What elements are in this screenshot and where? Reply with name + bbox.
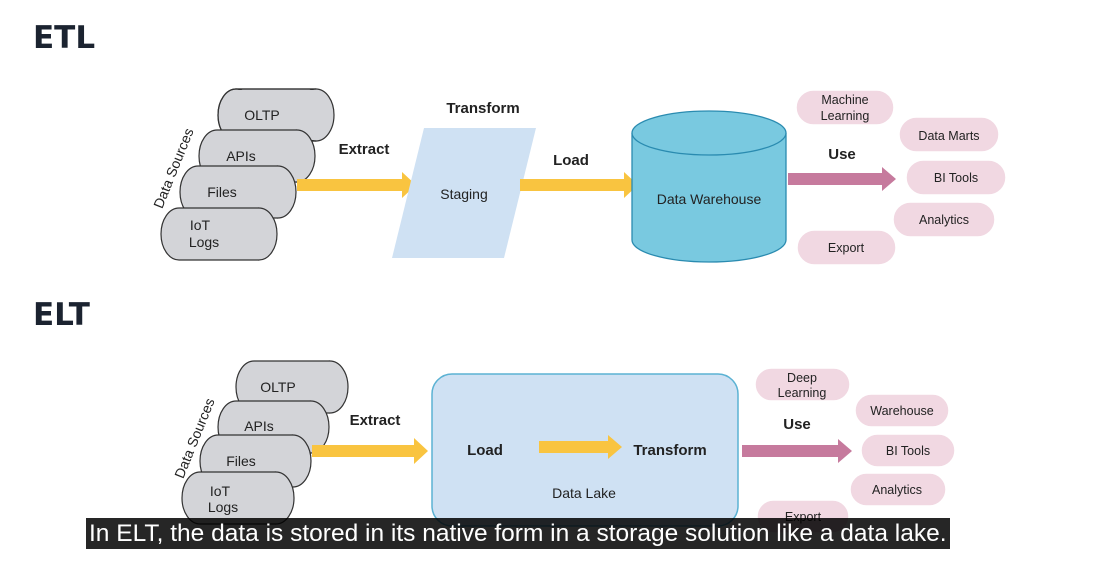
staging-label: Staging — [440, 186, 487, 202]
source-label-apis: APIs — [226, 148, 256, 164]
pill-machine-learning: Machine Learning — [795, 89, 895, 126]
elt-extract-arrow — [312, 438, 428, 464]
use-label: Use — [828, 146, 856, 163]
etl-heading: ETL — [33, 20, 96, 56]
svg-text:Analytics: Analytics — [872, 483, 922, 497]
source-label-logs: Logs — [189, 234, 219, 250]
elt-source-label-logs: Logs — [208, 499, 238, 515]
pill-warehouse: Warehouse — [854, 393, 950, 428]
svg-text:BI Tools: BI Tools — [934, 171, 978, 185]
extract-label: Extract — [339, 141, 390, 158]
svg-text:Warehouse: Warehouse — [870, 404, 934, 418]
svg-text:Data Marts: Data Marts — [918, 129, 979, 143]
source-label-iot: IoT — [190, 217, 211, 233]
extract-arrow — [297, 172, 416, 198]
data-warehouse-cylinder: Data Warehouse — [631, 110, 787, 263]
elt-load-transform-arrow — [539, 435, 622, 459]
elt-source-label-iot: IoT — [210, 483, 231, 499]
video-caption: In ELT, the data is stored in its native… — [86, 518, 950, 549]
elt-use-arrow — [742, 439, 852, 463]
svg-text:BI Tools: BI Tools — [886, 444, 930, 458]
source-cylinder-iot-logs: IoT Logs — [160, 207, 278, 261]
elt-source-label-oltp: OLTP — [260, 379, 296, 395]
svg-text:Learning: Learning — [821, 109, 870, 123]
load-label: Load — [553, 152, 589, 169]
elt-diagram: OLTP APIs Files IoT Logs Data Sources Ex… — [171, 360, 956, 534]
elt-source-label-files: Files — [226, 453, 256, 469]
svg-text:Deep: Deep — [787, 371, 817, 385]
pill-deep-learning: Deep Learning — [754, 367, 851, 402]
pill-export: Export — [796, 229, 897, 266]
use-arrow — [788, 167, 896, 191]
transform-label: Transform — [446, 100, 519, 117]
data-warehouse-label: Data Warehouse — [657, 191, 762, 207]
elt-source-label-apis: APIs — [244, 418, 274, 434]
elt-source-cylinder-iot-logs: IoT Logs — [181, 471, 295, 525]
data-lake-label: Data Lake — [552, 485, 616, 501]
pill-analytics: Analytics — [892, 201, 996, 238]
pill-data-marts: Data Marts — [898, 116, 1000, 153]
source-label-files: Files — [207, 184, 237, 200]
etl-diagram: OLTP APIs Files IoT Logs Data Sources Ex… — [150, 88, 1007, 266]
load-arrow — [520, 172, 638, 198]
staging-box — [392, 128, 536, 258]
elt-load-label: Load — [467, 442, 503, 459]
svg-text:Analytics: Analytics — [919, 213, 969, 227]
pill-bi-tools: BI Tools — [905, 159, 1007, 196]
pill-elt-analytics: Analytics — [849, 472, 947, 507]
elt-extract-label: Extract — [350, 412, 401, 429]
elt-use-label: Use — [783, 416, 811, 433]
elt-transform-label: Transform — [633, 442, 706, 459]
svg-text:Machine: Machine — [821, 93, 868, 107]
source-label-oltp: OLTP — [244, 107, 280, 123]
svg-text:Export: Export — [828, 241, 865, 255]
pill-elt-bi-tools: BI Tools — [860, 433, 956, 468]
svg-text:Learning: Learning — [778, 386, 827, 400]
elt-heading: ELT — [33, 297, 90, 333]
